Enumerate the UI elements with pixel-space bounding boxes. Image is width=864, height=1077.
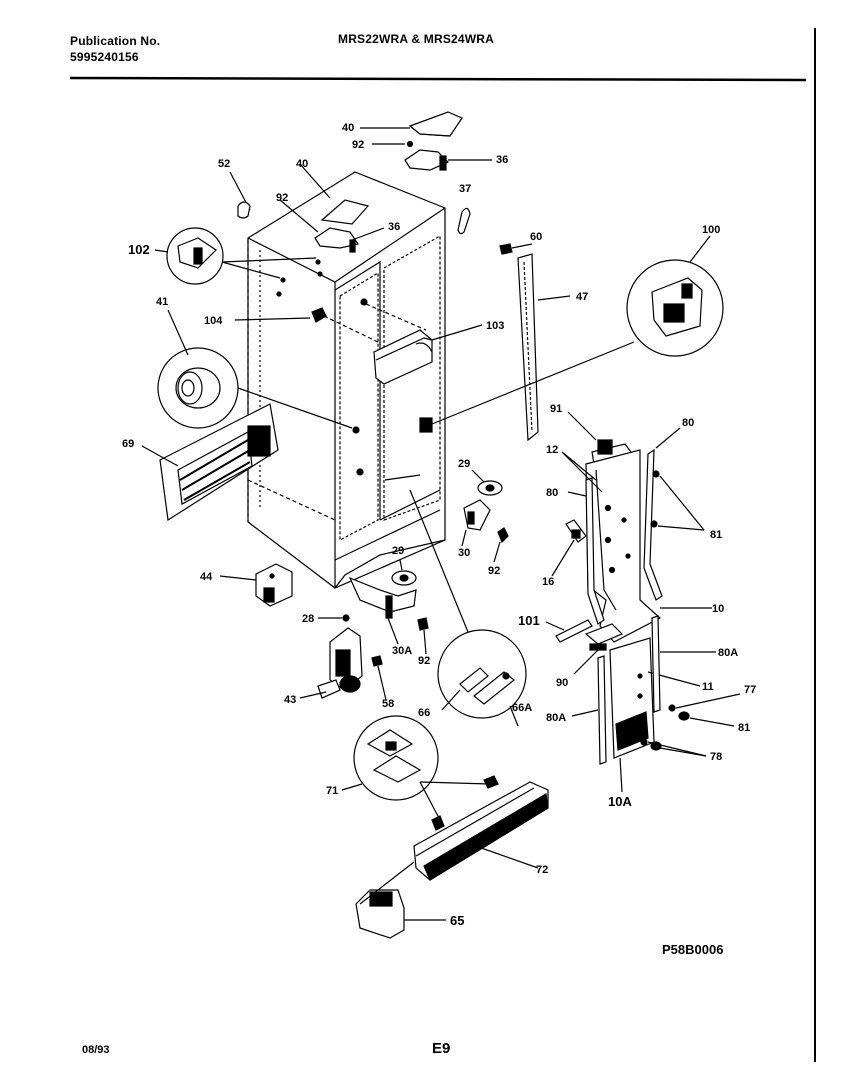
callout-40-top: 40 (342, 122, 354, 134)
callout-71: 71 (326, 785, 338, 797)
detail-circle-102 (154, 227, 323, 297)
callout-102: 102 (128, 242, 150, 257)
callout-10: 10 (712, 603, 724, 615)
callout-43: 43 (284, 694, 296, 706)
callout-11: 11 (702, 681, 714, 693)
callout-30A: 30A (392, 645, 412, 657)
callout-92: 92 (276, 192, 288, 204)
page-code: E9 (432, 1040, 451, 1057)
callout-29-upper: 29 (458, 458, 470, 470)
callout-90: 90 (556, 677, 568, 689)
callout-47: 47 (576, 291, 588, 303)
callout-104: 104 (204, 315, 223, 327)
washer-29-lower (391, 559, 417, 586)
screw-104 (234, 298, 427, 343)
strip-80A-right (651, 615, 716, 713)
cabinet-shell (247, 171, 446, 589)
washer-29-upper (471, 469, 503, 496)
detail-circle-66 (409, 489, 527, 727)
callout-92-lower: 92 (418, 655, 430, 667)
detail-circle-41 (157, 309, 364, 476)
mullion-strip-47 (499, 243, 571, 442)
callout-29-lower: 29 (392, 545, 404, 557)
callout-12: 12 (546, 444, 558, 456)
callout-40: 40 (296, 158, 308, 170)
callout-44: 44 (200, 571, 213, 583)
rear-panel-69 (141, 403, 279, 522)
callout-69: 69 (122, 438, 134, 450)
callout-41: 41 (156, 296, 168, 308)
callout-52: 52 (218, 158, 230, 170)
callout-12-lines (561, 451, 603, 493)
callout-92-mid: 92 (488, 565, 500, 577)
strip-80-right (643, 427, 681, 601)
callout-92-top: 92 (352, 139, 364, 151)
bar-101 (545, 619, 624, 675)
callout-66A: 66A (512, 702, 532, 714)
callout-100: 100 (702, 224, 720, 236)
callout-60: 60 (530, 231, 542, 243)
callout-72: 72 (536, 864, 548, 876)
callout-10A: 10A (608, 794, 632, 809)
toe-grille-72 (413, 781, 549, 881)
bracket-65 (355, 861, 446, 939)
model-title: MRS22WRA & MRS24WRA (338, 32, 495, 46)
callout-91: 91 (550, 403, 562, 415)
publication-number: 5995240156 (70, 50, 139, 64)
cabinet-top-hinge (279, 163, 471, 253)
publication-label: Publication No. (70, 34, 161, 48)
detail-circle-71 (341, 715, 499, 831)
detail-circle-100 (419, 235, 724, 433)
bracket-assembly-10 (567, 411, 712, 643)
header-rule (69, 76, 807, 82)
callout-101: 101 (518, 613, 540, 628)
strip-80A-left (571, 655, 607, 765)
callout-66: 66 (418, 707, 430, 719)
bolt-52 (229, 171, 251, 219)
callout-81-upper: 81 (710, 529, 722, 541)
bracket-44 (219, 563, 293, 607)
top-hinge-cover (360, 111, 492, 171)
strip-80-left (567, 477, 605, 625)
clip-16 (551, 519, 587, 577)
panel-11 (609, 637, 701, 759)
callout-30: 30 (458, 547, 470, 559)
callout-80A-right: 80A (718, 647, 738, 659)
callout-78: 78 (710, 751, 722, 763)
callout-77: 77 (744, 684, 756, 696)
hinge-30A (348, 576, 429, 655)
drawing-number: P58B0006 (662, 942, 724, 957)
roller-assembly-43 (299, 614, 387, 701)
callout-28: 28 (302, 613, 314, 625)
fasteners-77-81-78 (619, 693, 741, 793)
callout-36: 36 (388, 221, 400, 233)
hinge-30 (461, 499, 509, 563)
callout-36-top: 36 (496, 154, 508, 166)
callout-80-right: 80 (682, 417, 694, 429)
screws-81 (650, 470, 705, 531)
callout-80-left: 80 (546, 487, 558, 499)
callout-103: 103 (486, 320, 504, 332)
callout-81-lower: 81 (738, 722, 750, 734)
callout-58: 58 (382, 698, 394, 710)
footer-date: 08/93 (82, 1044, 110, 1056)
handle-103 (373, 324, 483, 385)
callout-80A-left: 80A (546, 712, 566, 724)
callout-16: 16 (542, 576, 554, 588)
callout-65: 65 (450, 913, 464, 928)
callout-37: 37 (459, 183, 471, 195)
